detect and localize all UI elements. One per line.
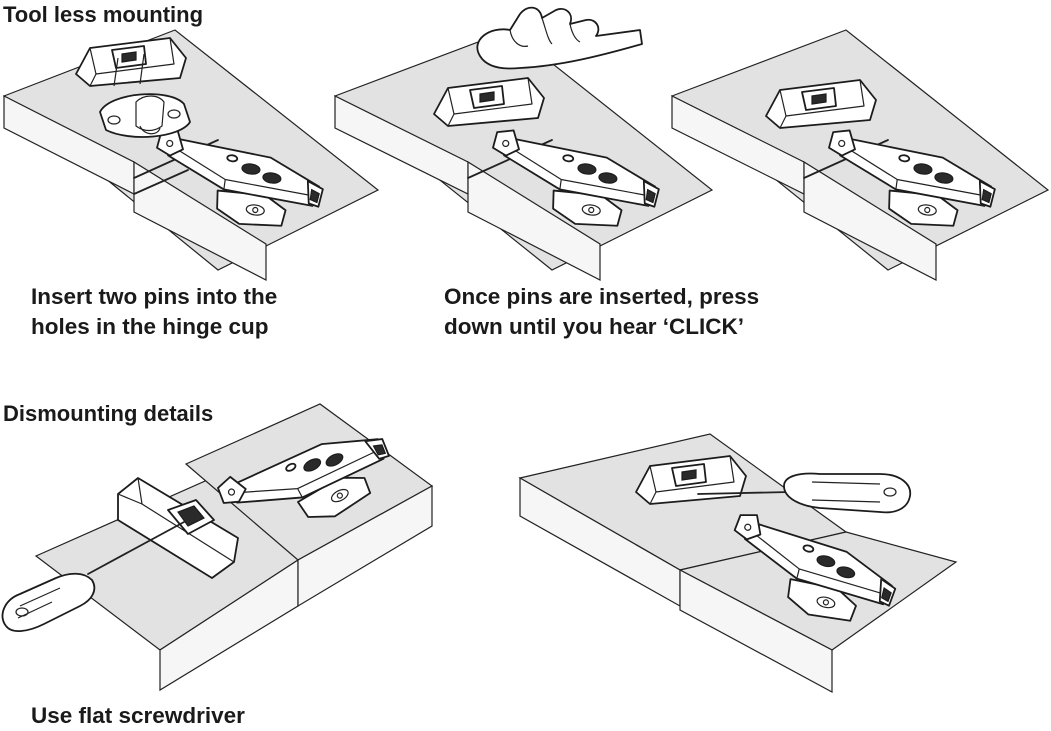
dismount-caption: Use flat screwdriver	[31, 701, 245, 731]
step1-caption-line1: Insert two pins into the	[31, 284, 278, 309]
step1-caption: Insert two pins into the holes in the hi…	[31, 282, 277, 342]
step1-illustration	[2, 29, 380, 281]
mounting-title: Tool less mounting	[3, 2, 204, 27]
dismount-illustration-2	[518, 433, 958, 694]
step2-caption-line2: down until you hear ‘CLICK’	[444, 314, 744, 339]
screwdriver-icon	[1, 521, 185, 632]
dismount-illustration-1	[1, 403, 434, 692]
hand-icon	[476, 6, 643, 70]
dismounting-title: Dismounting details	[3, 401, 214, 426]
step3-illustration	[670, 29, 1050, 281]
step2-caption: Once pins are inserted, press down until…	[444, 282, 759, 342]
screwdriver-icon-2	[697, 472, 912, 514]
step2-illustration	[333, 6, 714, 281]
dismount-caption-line1: Use flat screwdriver	[31, 703, 245, 728]
step1-caption-line2: holes in the hinge cup	[31, 314, 269, 339]
step2-caption-line1: Once pins are inserted, press	[444, 284, 760, 309]
